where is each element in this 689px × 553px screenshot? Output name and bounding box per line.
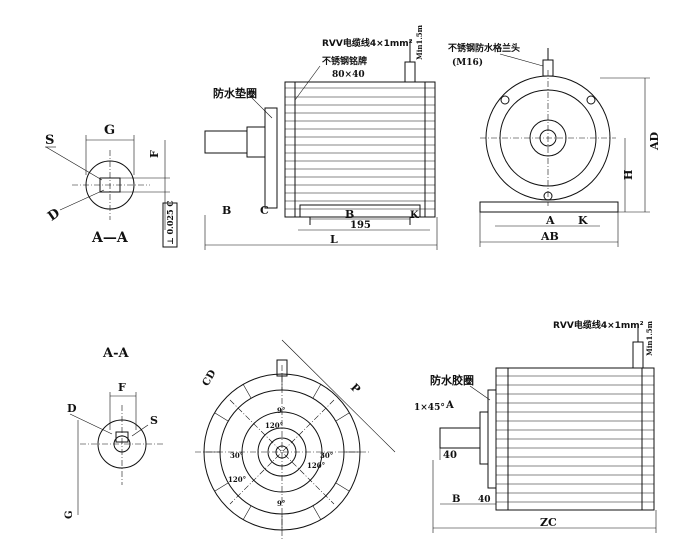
angle-9-top: 9°	[277, 406, 285, 415]
angle-30-left: 30°	[230, 451, 243, 460]
cable-gland	[404, 61, 416, 83]
motor-side-view: L 195 B K B C RVV电缆线4×1mm² Min1.5m 不锈钢铭牌…	[204, 24, 438, 250]
cable-note-top: RVV电缆线4×1mm²	[322, 37, 413, 49]
mounting-feet	[299, 204, 421, 218]
angle-120-right: 120°	[307, 461, 325, 470]
section-label-bottom: A-A	[102, 346, 129, 361]
nameplate-note: 不锈钢铭牌	[322, 55, 367, 67]
cooling-fins	[285, 87, 435, 210]
dim-ab-label: AB	[540, 230, 559, 243]
gasket-note: 防水垫圈	[213, 86, 257, 100]
angle-120-top: 120°	[265, 421, 283, 430]
motor-body	[284, 81, 436, 218]
flange-side-view: ZC B 40 40 A 1×45° RVV电缆线4×1mm² Min1.5m …	[414, 319, 657, 533]
shaft	[204, 130, 248, 154]
bottom-gland	[276, 359, 288, 377]
dim-d4-label: D	[67, 402, 77, 415]
chamfer-label: 1×45°	[414, 403, 445, 413]
connector-size: (M16)	[452, 57, 483, 68]
section-label-top: A—A	[91, 230, 129, 246]
dim-d-label: D	[45, 206, 63, 225]
dim-40-label: 40	[478, 495, 491, 505]
cable-length-top: Min1.5m	[415, 24, 424, 60]
dim-l-label: L	[330, 233, 338, 246]
dim-h-label: H	[622, 170, 635, 180]
shaft-bottom	[439, 427, 481, 449]
dim-k3-label: K	[578, 214, 588, 227]
dim-a-label: A	[545, 214, 555, 227]
nameplate-size: 80×40	[332, 70, 365, 80]
tolerance-text: ⊥ 0.025 C	[165, 200, 175, 245]
dim-g4-label: G	[64, 510, 75, 519]
connector-note: 不锈钢防水格兰头	[448, 42, 520, 54]
waterproof-ring-note: 防水胶圈	[430, 373, 474, 387]
dim-b-label: B	[222, 204, 231, 217]
cable-gland-bottom	[632, 341, 644, 369]
end-flange	[264, 107, 278, 209]
cable-length-bottom: Min1.5m	[645, 320, 654, 356]
dim-k-label: K	[410, 210, 419, 221]
angle-9-bottom: 9°	[277, 499, 285, 508]
dim-s4-label: S	[150, 414, 158, 427]
cable-note-bottom: RVV电缆线4×1mm²	[553, 319, 644, 331]
cooling-fins-bottom	[496, 375, 654, 503]
dim-zc-label: ZC	[540, 516, 557, 529]
dim-f-label: F	[148, 150, 161, 158]
dim-p-label: P	[348, 381, 363, 396]
shaft-section-bottom: A-A F D S G	[64, 346, 165, 519]
finned-front-view: P CD 9° 120° 30° 30° 120° 120° 9°	[195, 339, 396, 540]
dim-s-label: S	[45, 133, 54, 148]
dim-b2-label: B	[345, 208, 354, 221]
front-base	[479, 201, 619, 213]
dim-a6-label: A	[445, 400, 454, 411]
dim-c-label: C	[260, 204, 269, 217]
dim-cd-label: CD	[201, 368, 219, 388]
angle-30-right: 30°	[320, 451, 333, 460]
dim-40-vert-label: 40	[443, 450, 457, 461]
dim-ad-label: AD	[648, 131, 661, 151]
shaft-section-top: G S D F ⊥ 0.025 C A—A	[45, 123, 178, 248]
tolerance-frame	[162, 202, 178, 248]
dim-f4-label: F	[118, 381, 126, 394]
dim-g-label: G	[104, 123, 115, 138]
motor-front-view: AB A K AD H 不锈钢防水格兰头 (M16)	[448, 42, 661, 247]
angle-120-bottom: 120°	[228, 475, 246, 484]
dim-b6-label: B	[452, 494, 460, 505]
dim-195-label: 195	[350, 220, 371, 231]
